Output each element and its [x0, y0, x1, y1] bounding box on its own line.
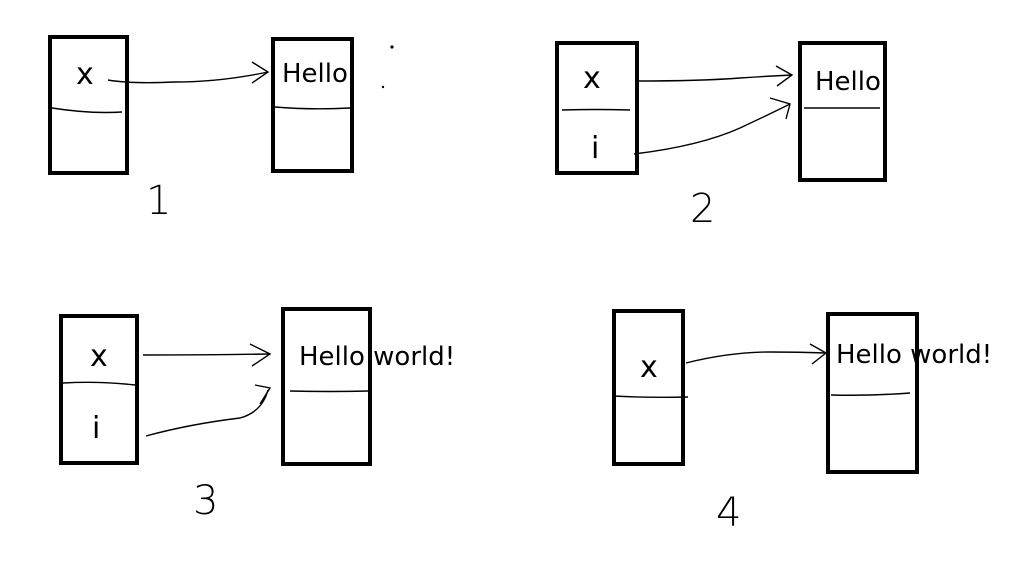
panel-3-var-i-label: i — [92, 411, 100, 446]
panel-4-variable-divider — [612, 395, 689, 399]
panel-3-value-label: Hello world! — [299, 342, 455, 372]
panel-4: x Hello world! 4 — [612, 309, 992, 536]
panel-3-i-arrow — [145, 389, 269, 437]
panel-1-number: 1 — [146, 178, 171, 224]
panel-3-number: 3 — [193, 478, 218, 524]
panel-2-i-arrowhead — [769, 97, 791, 120]
panel-4-var-x-label: x — [640, 350, 658, 385]
panel-1-x-arrowhead — [251, 61, 270, 84]
panel-3-variable-box — [59, 314, 139, 465]
panel-2-x-arrowhead — [775, 65, 794, 87]
panel-3-x-arrowhead — [249, 343, 272, 367]
panel-4-variable-box — [612, 309, 685, 466]
stray-dot — [381, 85, 385, 89]
stray-dot — [390, 45, 394, 49]
panel-1-variable-box — [48, 35, 129, 175]
panel-2-x-arrow — [636, 74, 793, 82]
panel-2-number: 2 — [690, 186, 715, 232]
panel-2-var-i-label: i — [591, 131, 599, 166]
panel-4-value-divider — [830, 392, 911, 396]
panel-3-value-divider — [289, 390, 369, 393]
panel-2-var-x-label: x — [583, 61, 601, 96]
panel-1-value-box — [271, 37, 354, 173]
panel-1-var-x-label: x — [76, 57, 94, 92]
panel-2-variable-divider — [561, 108, 631, 111]
panel-4-x-arrowhead — [809, 343, 828, 365]
panel-3-variable-divider — [62, 381, 136, 386]
panel-4-x-arrow — [685, 351, 827, 364]
panel-4-value-label: Hello world! — [836, 340, 992, 370]
panel-3-var-x-label: x — [90, 339, 108, 374]
panel-2: x i Hello 2 — [555, 41, 887, 232]
panel-1-value-divider — [274, 106, 351, 110]
panel-2-i-arrow — [633, 103, 791, 155]
panel-1-variable-divider — [51, 107, 123, 114]
panel-1-value-label: Hello — [282, 59, 348, 89]
panel-3: x i Hello world! 3 — [59, 307, 455, 524]
panel-1: x Hello 1 — [48, 35, 394, 224]
panel-3-value-box — [281, 307, 372, 466]
panel-4-number: 4 — [716, 490, 741, 536]
panel-2-variable-box — [555, 41, 639, 175]
panel-4-value-box — [826, 312, 919, 474]
panel-2-value-label: Hello — [815, 67, 881, 97]
panel-2-value-box — [798, 41, 887, 182]
panel-3-i-arrowhead — [254, 384, 272, 405]
panel-1-x-arrow — [107, 71, 269, 84]
panel-3-x-arrow — [142, 353, 271, 356]
